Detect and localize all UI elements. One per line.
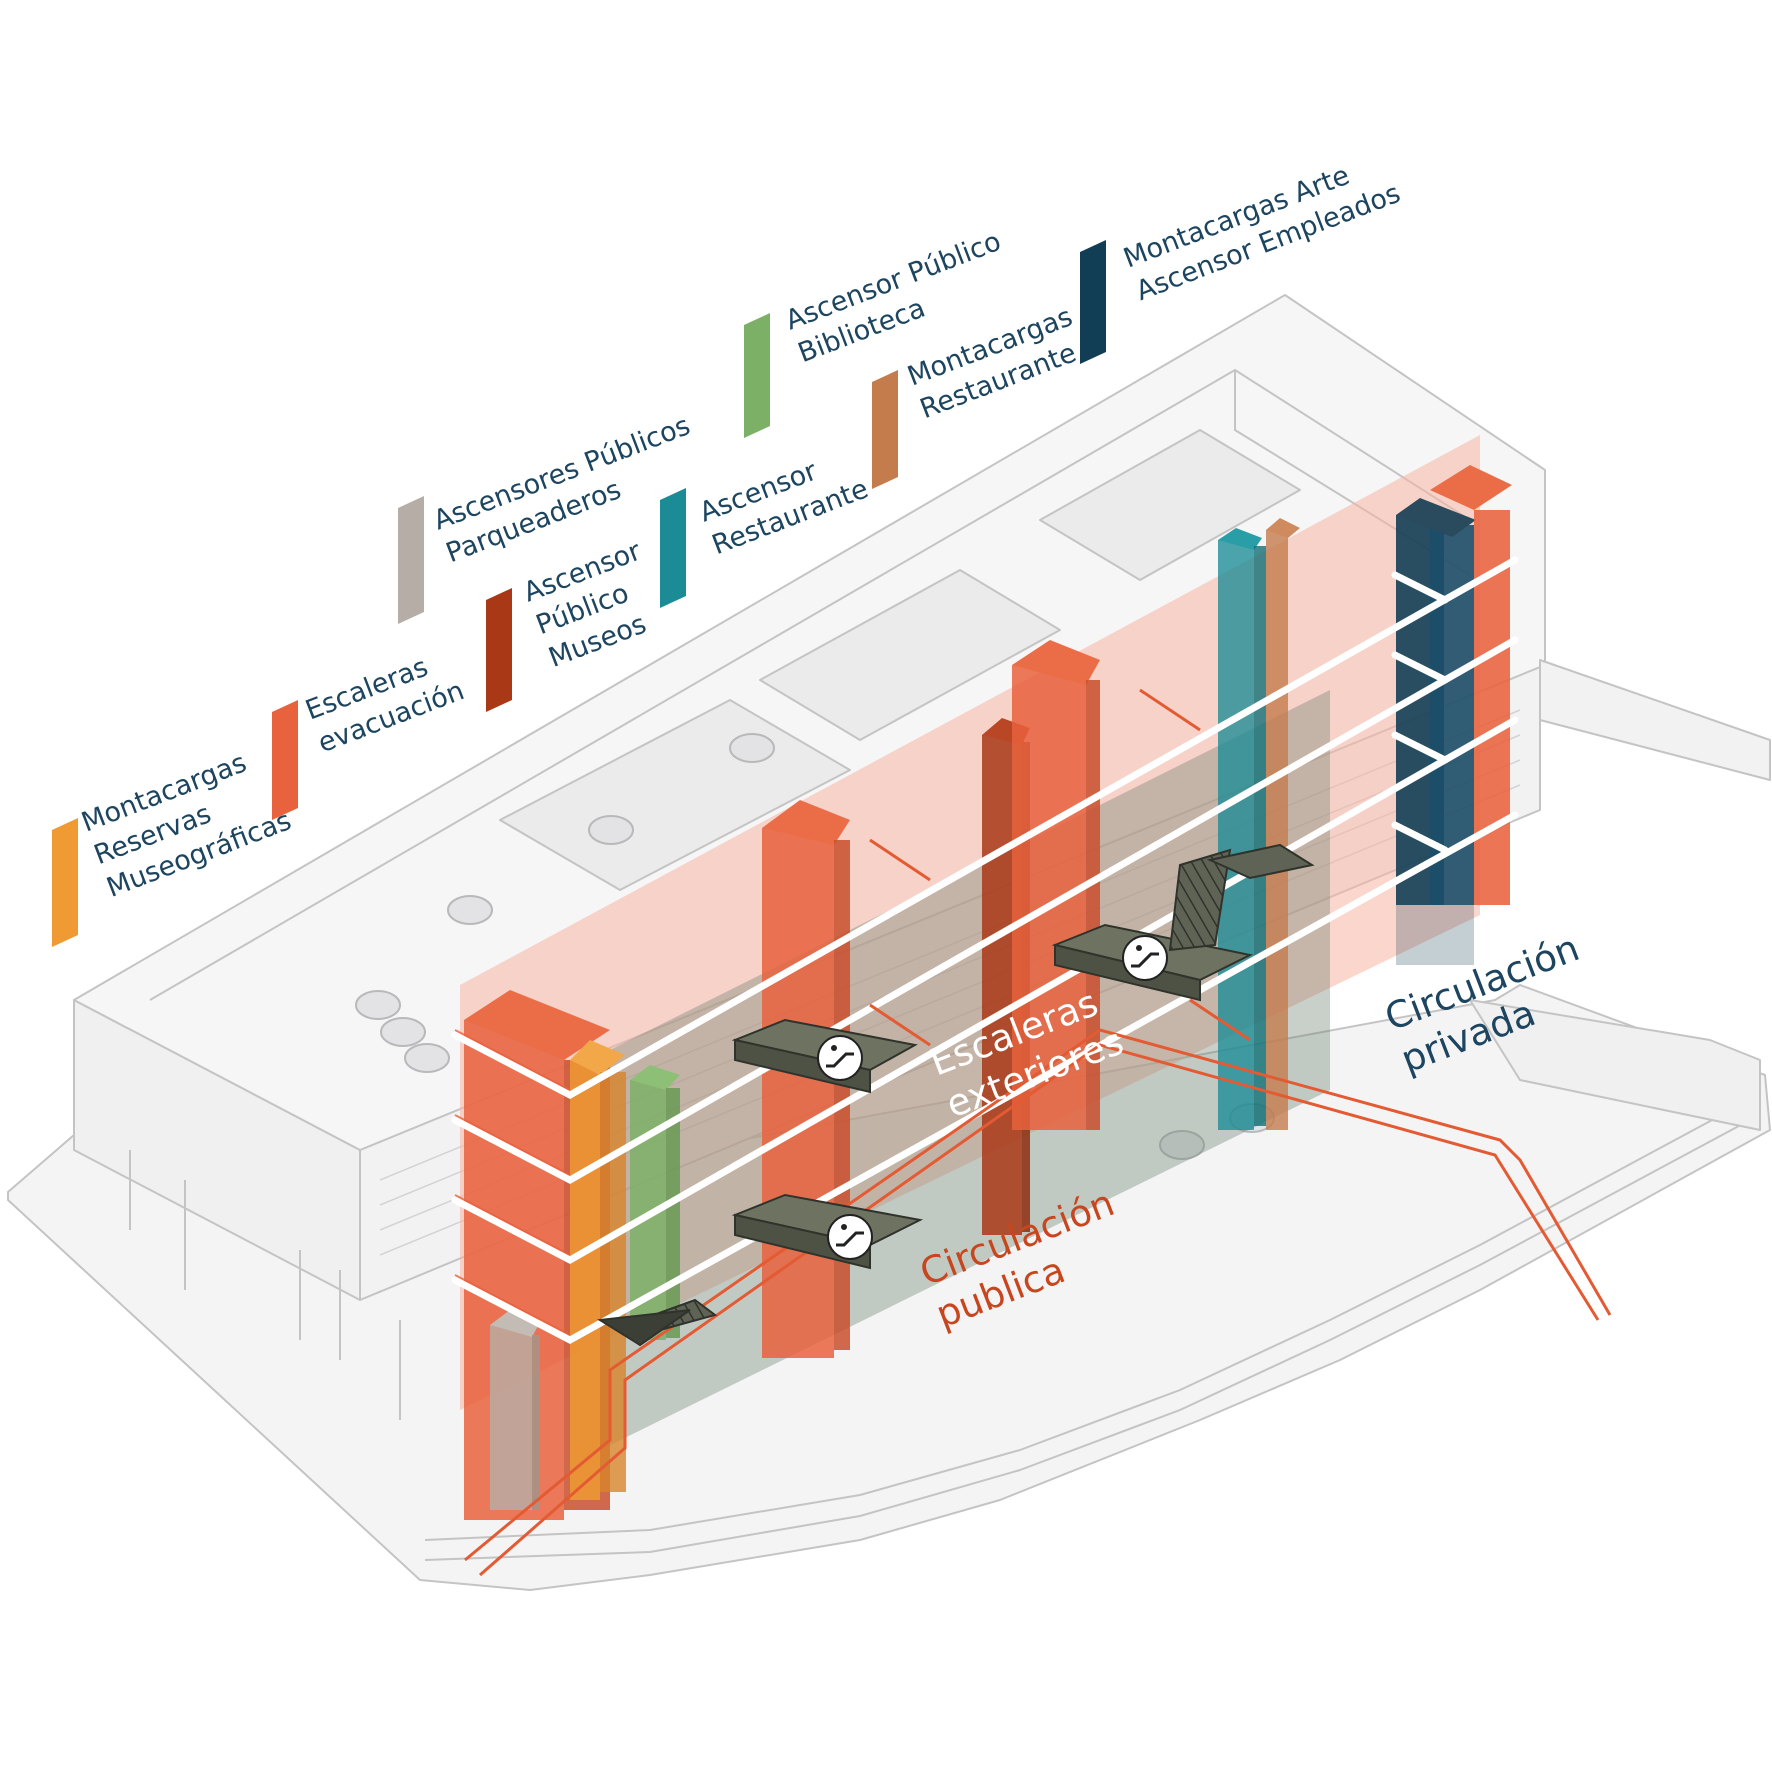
legend-swatch xyxy=(1080,240,1106,364)
vertical-cores xyxy=(464,465,1512,1520)
roof-opening-2 xyxy=(759,569,1061,741)
roof-opening-3 xyxy=(1039,429,1301,581)
floor-slab-outlines xyxy=(454,1029,571,1336)
core-montacargas-arte xyxy=(1396,498,1476,965)
escalator-icon xyxy=(1122,935,1168,981)
plaza-edge xyxy=(424,1104,1741,1541)
legend-swatch xyxy=(660,488,686,608)
core-escaleras-evacuacion-right xyxy=(1012,640,1100,1130)
right-wing xyxy=(1539,659,1771,781)
legend-swatch xyxy=(486,588,512,712)
legend-swatch xyxy=(52,818,78,947)
escalator-icon xyxy=(827,1214,873,1260)
core-ascensor-restaurante xyxy=(1218,528,1266,1130)
plaza-edge-2 xyxy=(424,1119,1751,1561)
column xyxy=(129,1150,401,1420)
escalator-icon xyxy=(817,1035,863,1081)
core-montacargas-reservas xyxy=(570,1040,626,1500)
legend-swatch xyxy=(744,313,770,438)
core-ascensores-parqueaderos xyxy=(490,1310,540,1510)
legend-swatch xyxy=(272,700,298,820)
right-wing-lower xyxy=(1469,999,1761,1131)
core-montacargas-restaurante xyxy=(1266,518,1300,1130)
legend-swatch xyxy=(398,496,424,624)
legend-swatch xyxy=(872,370,898,489)
